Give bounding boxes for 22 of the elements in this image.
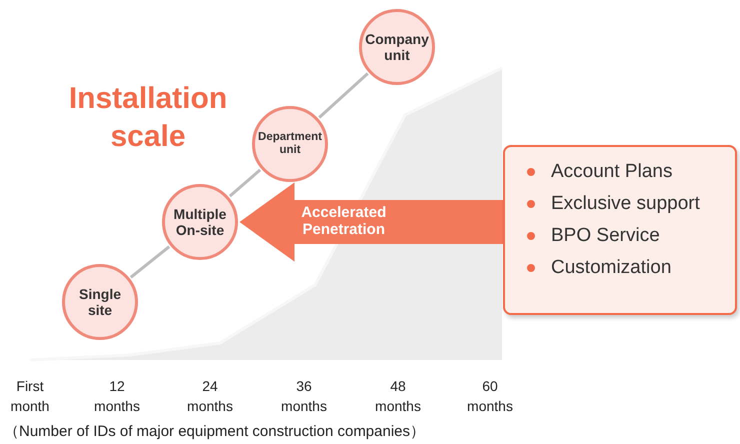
axis-tick-label: 60 months (466, 377, 514, 416)
node-label: Multiple On-site (172, 206, 228, 238)
axis-tick-label: 48 months (374, 377, 422, 416)
connector-line (228, 168, 262, 198)
bullet-item: Account Plans (551, 161, 672, 183)
node-label: Single site (78, 286, 122, 318)
node-label: Department unit (257, 130, 323, 158)
connector-line (318, 72, 369, 119)
callout-box (503, 145, 737, 315)
axis-tick-label: 24 months (186, 377, 234, 416)
bullet-item: Exclusive support (551, 193, 700, 215)
bullet-item: Customization (551, 257, 672, 279)
title: Installation scale (68, 81, 228, 154)
axis-tick-label: 12 months (93, 377, 141, 416)
axis-tick-label: 36 months (280, 377, 328, 416)
node-label: Company unit (364, 30, 430, 64)
bullet-item: BPO Service (551, 225, 660, 247)
caption: （Number of IDs of major equipment construction companies） (4, 422, 426, 441)
axis-tick-label: First month (10, 377, 50, 416)
block-arrow (240, 182, 503, 262)
edge-label: Accelerated Penetration (300, 204, 388, 238)
connector-line (130, 246, 170, 278)
